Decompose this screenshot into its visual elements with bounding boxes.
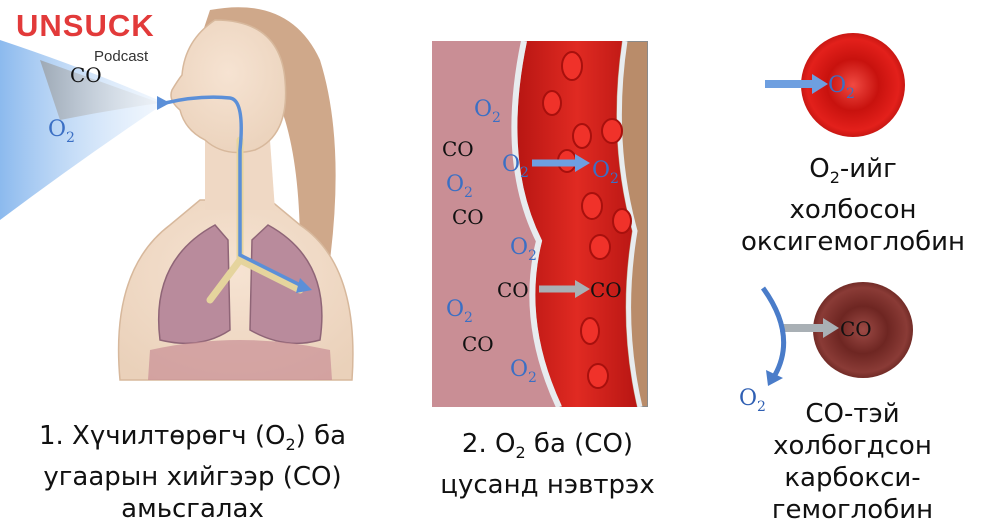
airway-arrow — [164, 95, 301, 287]
brand-sub: Podcast — [94, 48, 149, 65]
co-label-3: CO — [497, 278, 529, 302]
carboxyhemoglobin-caption: СО-тэй холбогдсон карбокси-гемоглобин — [771, 399, 934, 525]
brand-logo: UNSUCK Podcast — [8, 8, 178, 68]
brand-name: UNSUCK — [16, 8, 155, 43]
o2-label-panel1: O2 — [48, 117, 75, 146]
o2-label-3: O2 — [446, 172, 473, 201]
airway-arrowhead — [296, 278, 312, 293]
carboxyhemoglobin-cell: CO O2 — [739, 282, 913, 415]
blood-vessel-illustration: O2 O2 O2 O2 O2 O2 O2 CO CO CO CO CO — [432, 41, 648, 407]
hair — [200, 7, 336, 260]
o2-air-stream — [0, 40, 165, 220]
oxyhemoglobin-caption: О2-ийг холбосон оксигемоглобин — [740, 154, 966, 258]
o2-label-1: O2 — [474, 97, 501, 126]
co-air-stream — [40, 60, 160, 120]
o2-label-2: O2 — [502, 152, 529, 181]
o2-label-blood: O2 — [592, 158, 619, 187]
panel2-caption: 2. О2 ба (СО) цусанд нэвтрэх — [440, 429, 655, 501]
o2-label-rejected: O2 — [739, 386, 766, 415]
co-label-panel1: CO — [70, 63, 102, 87]
vessel-wall-right — [616, 41, 643, 407]
panel1-caption: 1. Хүчилтөрөгч (О2) ба угаарын хийгээр (… — [38, 421, 347, 525]
diaphragm — [148, 340, 332, 380]
co-label-1: CO — [442, 137, 474, 161]
nose-arrowhead — [157, 96, 170, 110]
head — [170, 19, 287, 154]
co-label-4: CO — [462, 332, 494, 356]
red-blood-cells — [542, 51, 632, 389]
respiration-illustration: CO O2 — [0, 7, 354, 381]
o2-label-4: O2 — [510, 235, 537, 264]
o2-label-6: O2 — [510, 357, 537, 386]
co-label-carboxy: CO — [840, 317, 872, 341]
co-label-blood: CO — [590, 278, 622, 302]
o2-label-5: O2 — [446, 297, 473, 326]
tissue-region — [432, 41, 562, 407]
o2-label-oxy: O2 — [828, 73, 855, 102]
co-label-2: CO — [452, 205, 484, 229]
o2-deflect-arrow — [760, 286, 787, 377]
vessel-wall-left — [511, 41, 562, 407]
oxyhemoglobin-cell: O2 — [765, 33, 905, 137]
